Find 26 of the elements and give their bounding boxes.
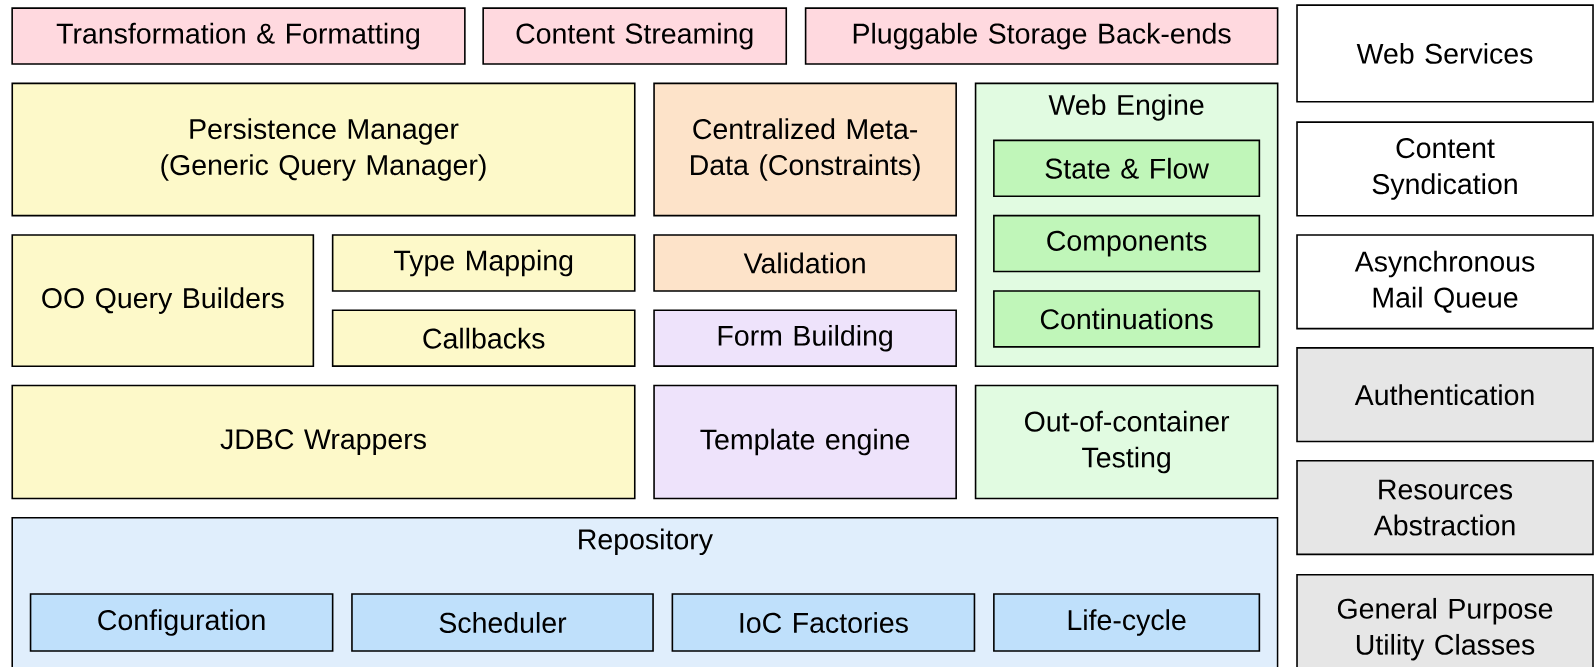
module-box: Content Syndication: [1296, 121, 1594, 217]
module-box: Scheduler: [351, 593, 654, 652]
module-box: Asynchronous Mail Queue: [1296, 234, 1594, 330]
module-box: Persistence Manager (Generic Query Manager): [11, 82, 636, 217]
module-box: Life-cycle: [993, 593, 1261, 652]
module-box: Transformation & Formatting: [11, 7, 466, 65]
module-box: Authentication: [1296, 347, 1594, 443]
module-box: IoC Factories: [671, 593, 976, 652]
module-box: Pluggable Storage Back-ends: [804, 7, 1279, 65]
module-box: Components: [993, 214, 1261, 273]
module-box: Template engine: [653, 384, 957, 500]
module-box: Validation: [653, 234, 957, 292]
module-box: Centralized Meta-Data (Constraints): [653, 82, 957, 217]
module-box: Continuations: [993, 290, 1261, 348]
module-box: Content Streaming: [482, 7, 788, 65]
module-box: OO Query Builders: [11, 234, 315, 367]
module-box: Web Services: [1296, 4, 1594, 103]
module-box: JDBC Wrappers: [11, 384, 636, 500]
module-box: State & Flow: [993, 139, 1261, 198]
module-box: Resources Abstraction: [1296, 460, 1594, 556]
module-box: Out-of-container Testing: [974, 384, 1279, 500]
module-box: Type Mapping: [331, 234, 636, 292]
module-box: Callbacks: [331, 309, 636, 367]
module-box: General Purpose Utility Classes: [1296, 574, 1594, 667]
module-box: Form Building: [653, 309, 957, 367]
module-box: Configuration: [29, 593, 334, 652]
